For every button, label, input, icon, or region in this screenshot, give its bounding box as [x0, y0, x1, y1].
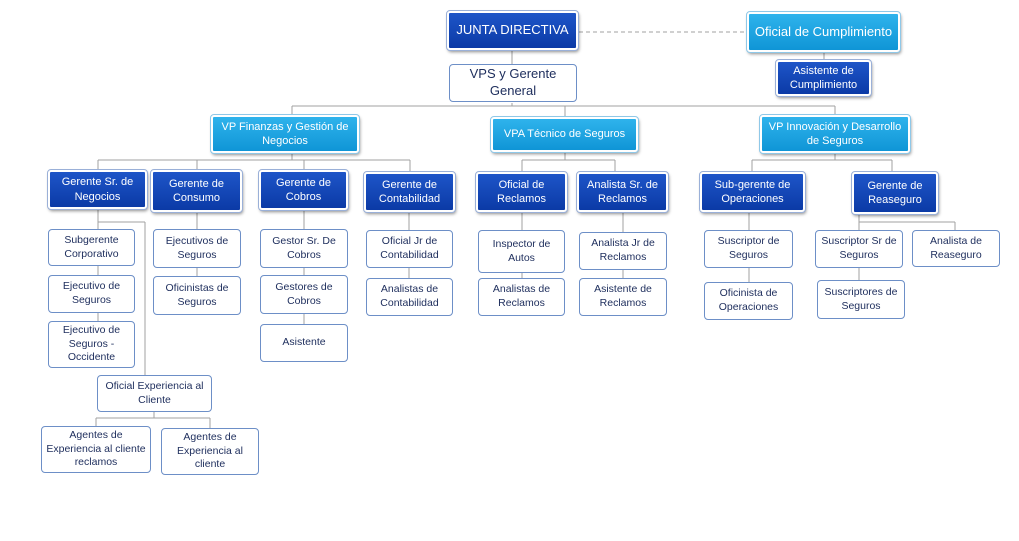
collections-manager-sr-box: Gestor Sr. De Cobros [260, 229, 348, 268]
claims-officer-box: Oficial de Reclamos [475, 171, 568, 213]
claims-assistant-box: Asistente de Reclamos [579, 278, 667, 316]
underwriter-box: Suscriptor de Seguros [704, 230, 793, 268]
assistant-box: Asistente [260, 324, 348, 362]
auto-inspector-box: Inspector de Autos [478, 230, 565, 273]
underwriters-box: Suscriptores de Seguros [817, 280, 905, 319]
claims-analysts-box: Analistas de Reclamos [478, 278, 565, 316]
accounting-manager-box: Gerente de Contabilidad [363, 171, 456, 213]
west-insurance-executive-box: Ejecutivo de Seguros - Occidente [48, 321, 135, 368]
cx-officer-box: Oficial Experiencia al Cliente [97, 375, 212, 412]
underwriter-sr-box: Suscriptor Sr de Seguros [815, 230, 903, 268]
ceo-box: VPS y Gerente General [449, 64, 577, 102]
operations-clerk-box: Oficinista de Operaciones [704, 282, 793, 320]
insurance-executives-box: Ejecutivos de Seguros [153, 229, 241, 268]
insurance-clerks-box: Oficinistas de Seguros [153, 276, 241, 315]
collections-manager-box: Gerente de Cobros [258, 169, 349, 211]
operations-subgerente-box: Sub-gerente de Operaciones [699, 171, 806, 213]
insurance-executive-box: Ejecutivo de Seguros [48, 275, 135, 313]
vp-finance-box: VP Finanzas y Gestión de Negocios [210, 114, 360, 154]
accounting-analysts-box: Analistas de Contabilidad [366, 278, 453, 316]
jr-claims-analyst-box: Analista Jr de Reclamos [579, 232, 667, 270]
claims-analyst-sr-box: Analista Sr. de Reclamos [576, 171, 669, 213]
compliance-assistant-box: Asistente de Cumplimiento [775, 59, 872, 97]
jr-accounting-officer-box: Oficial Jr de Contabilidad [366, 230, 453, 268]
reinsurance-analyst-box: Analista de Reaseguro [912, 230, 1000, 267]
collections-agents-box: Gestores de Cobros [260, 275, 348, 314]
business-manager-box: Gerente Sr. de Negocios [47, 169, 148, 210]
cx-agents-claims-box: Agentes de Experiencia al cliente reclam… [41, 426, 151, 473]
cx-agents-box: Agentes de Experiencia al cliente [161, 428, 259, 475]
reinsurance-manager-box: Gerente de Reaseguro [851, 171, 939, 215]
consumer-manager-box: Gerente de Consumo [150, 169, 243, 213]
compliance-officer-box: Oficial de Cumplimiento [746, 11, 901, 53]
vp-innovation-box: VP Innovación y Desarrollo de Seguros [759, 114, 911, 154]
vp-technical-box: VPA Técnico de Seguros [490, 116, 639, 153]
board-box: JUNTA DIRECTIVA [446, 10, 579, 51]
corporate-subgerente-box: Subgerente Corporativo [48, 229, 135, 266]
